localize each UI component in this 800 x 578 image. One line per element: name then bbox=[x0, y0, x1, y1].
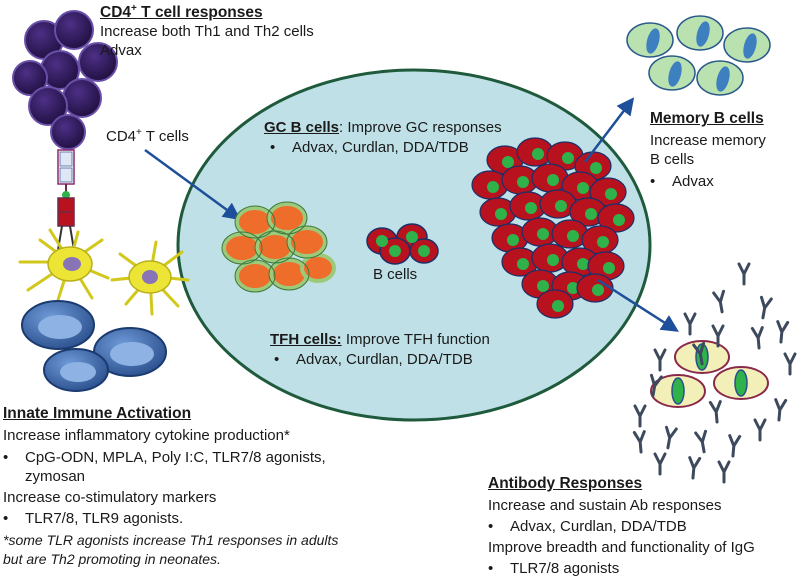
gc-b-cell-nucleus bbox=[547, 254, 559, 266]
antibody-icon bbox=[774, 398, 788, 422]
antibody-icon bbox=[728, 434, 742, 458]
antibody-icon bbox=[653, 452, 667, 476]
antibody-icon bbox=[717, 460, 731, 484]
antibody-icon bbox=[737, 262, 751, 286]
gc-b-cell-nucleus bbox=[532, 148, 544, 160]
antibody-icon bbox=[776, 320, 790, 344]
gc-b-cell-nucleus bbox=[577, 258, 589, 270]
antibody-icon bbox=[692, 341, 706, 366]
gc-b-cell-nucleus bbox=[592, 284, 604, 296]
gc-b-cell-nucleus bbox=[547, 174, 559, 186]
arrow-gc-to-memory bbox=[584, 97, 635, 163]
memory-title: Memory B cells bbox=[650, 110, 764, 127]
cd4-line-2: Advax bbox=[100, 42, 142, 59]
dendritic-cell-icon bbox=[110, 240, 190, 316]
antibody-icon bbox=[649, 373, 663, 398]
antibody-icon bbox=[711, 324, 725, 348]
innate-title: Innate Immune Activation bbox=[3, 405, 192, 422]
gc-b-cell-cluster-icon bbox=[471, 137, 635, 319]
gc-b-cell-nucleus bbox=[562, 152, 574, 164]
innate-bullet-1: •CpG-ODN, MPLA, Poly I:C, TLR7/8 agonist… bbox=[3, 449, 326, 466]
gc-b-cell-nucleus bbox=[517, 176, 529, 188]
gc-b-cell-nucleus bbox=[613, 214, 625, 226]
gc-b-cell-nucleus bbox=[507, 234, 519, 246]
memory-line-1: Increase memory bbox=[650, 132, 766, 149]
gc-bullet: •Advax, Curdlan, DDA/TDB bbox=[270, 139, 469, 156]
memory-bullet: •Advax bbox=[650, 173, 714, 190]
cd4-line-1: Increase both Th1 and Th2 cells bbox=[100, 23, 314, 40]
innate-line-2: Increase co-stimulatory markers bbox=[3, 489, 217, 506]
dendritic-cell-icon bbox=[18, 228, 110, 302]
memory-b-cell-cluster-icon bbox=[626, 15, 771, 96]
gc-b-cell-nucleus bbox=[517, 258, 529, 270]
innate-line-1: Increase inflammatory cytokine productio… bbox=[3, 427, 290, 444]
gc-b-cell-nucleus bbox=[605, 188, 617, 200]
tfh-title: TFH cells: Improve TFH function bbox=[270, 331, 490, 348]
gc-b-cell-nucleus bbox=[537, 228, 549, 240]
innate-note-1: *some TLR agonists increase Th1 response… bbox=[3, 532, 339, 548]
innate-cell-icon bbox=[21, 300, 167, 392]
antibody-line-2: Improve breadth and functionality of IgG bbox=[488, 539, 755, 556]
gc-b-cell-nucleus bbox=[552, 300, 564, 312]
gc-b-cell-nucleus bbox=[567, 282, 579, 294]
antibody-bullet-1: •Advax, Curdlan, DDA/TDB bbox=[488, 518, 687, 535]
antibody-icon bbox=[688, 456, 702, 480]
antibody-icon bbox=[683, 312, 697, 336]
cd4-t-cell-cluster-icon bbox=[12, 10, 118, 150]
antibody-icon bbox=[753, 418, 767, 442]
b-cell-cluster-icon bbox=[366, 223, 439, 265]
gc-b-cell-nucleus bbox=[577, 182, 589, 194]
gc-b-cell-nucleus bbox=[597, 236, 609, 248]
tfh-bullet: •Advax, Curdlan, DDA/TDB bbox=[274, 351, 473, 368]
antibody-cloud-icon bbox=[632, 262, 797, 484]
antibody-icon bbox=[632, 430, 646, 454]
gc-b-cell-nucleus bbox=[590, 162, 602, 174]
antibody-icon bbox=[712, 289, 726, 314]
gc-b-cell-nucleus bbox=[495, 208, 507, 220]
tcr-mhc-complex-icon bbox=[57, 149, 75, 251]
plasma-cell-icon bbox=[650, 340, 769, 408]
gc-b-cell-nucleus bbox=[502, 156, 514, 168]
antibody-icon bbox=[694, 429, 708, 454]
gc-title: GC B cells: Improve GC responses bbox=[264, 119, 502, 136]
arrow-cd4-to-tfh bbox=[144, 148, 241, 221]
gc-b-cell-nucleus bbox=[603, 262, 615, 274]
antibody-icon bbox=[633, 404, 647, 428]
antibody-title: Antibody Responses bbox=[488, 475, 643, 492]
antibody-line-1: Increase and sustain Ab responses bbox=[488, 497, 722, 514]
antibody-icon bbox=[750, 326, 764, 350]
antibody-icon bbox=[759, 295, 773, 320]
innate-note-2: but are Th2 promoting in neonates. bbox=[3, 551, 221, 567]
innate-bullet-1-cont: zymosan bbox=[25, 468, 86, 485]
innate-bullet-2: •TLR7/8, TLR9 agonists. bbox=[3, 510, 184, 527]
cd4-cell-label: CD4+ T cells bbox=[106, 127, 189, 145]
arrow-gc-to-antibody bbox=[597, 278, 679, 332]
gc-b-cell-nucleus bbox=[585, 208, 597, 220]
antibody-bullet-2: •TLR7/8 agonists bbox=[488, 560, 620, 577]
cd4-title: CD4+ T cell responses bbox=[100, 3, 263, 22]
gc-b-cell-nucleus bbox=[555, 200, 567, 212]
gc-b-cell-nucleus bbox=[567, 230, 579, 242]
antibody-icon bbox=[664, 425, 678, 450]
b-cells-label: B cells bbox=[373, 266, 418, 283]
gc-b-cell-nucleus bbox=[537, 280, 549, 292]
gc-b-cell-nucleus bbox=[525, 202, 537, 214]
gc-b-cell-nucleus bbox=[487, 181, 499, 193]
antibody-icon bbox=[783, 352, 797, 376]
memory-line-2: B cells bbox=[650, 151, 695, 168]
tfh-cell-cluster-icon bbox=[221, 201, 336, 293]
antibody-icon bbox=[653, 348, 667, 372]
antibody-icon bbox=[708, 400, 722, 424]
